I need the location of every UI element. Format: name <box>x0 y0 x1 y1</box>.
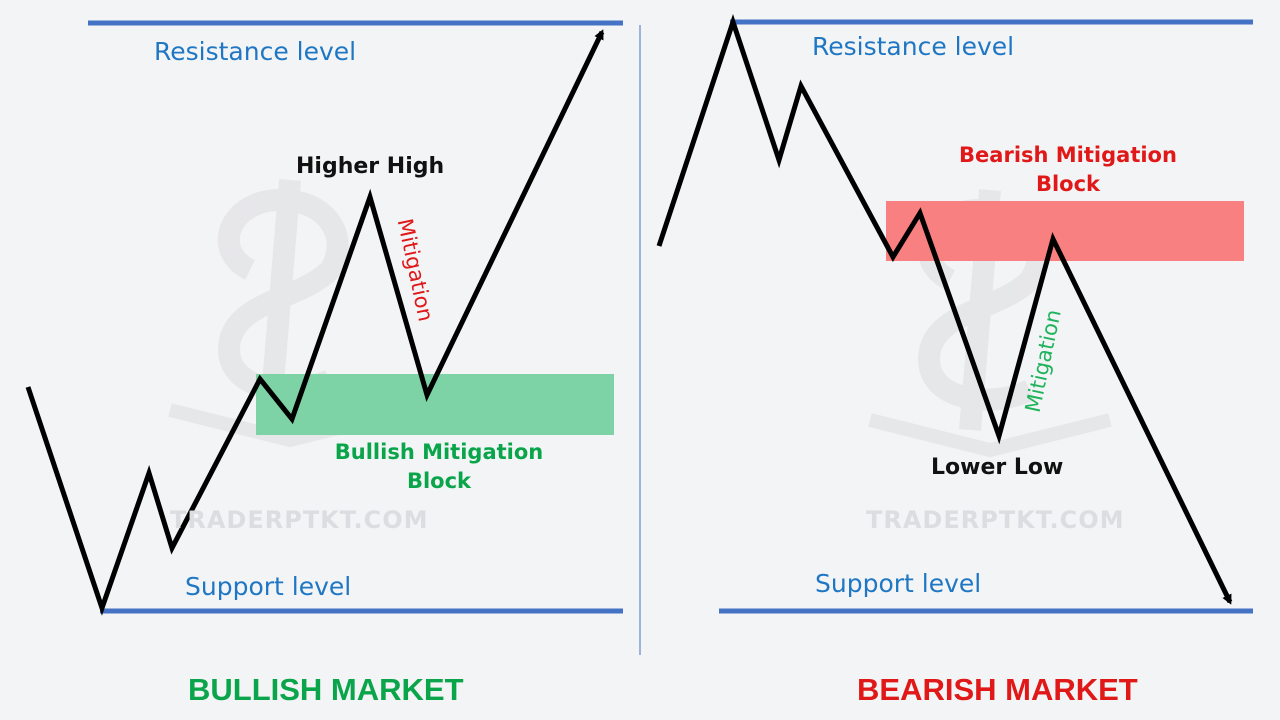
watermark-text-right: TRADERPTKT.COM <box>866 506 1125 534</box>
bullish-block-label-line2: Block <box>406 469 472 493</box>
bearish-block-label-line2: Block <box>1035 172 1101 196</box>
bullish-market-title: BULLISH MARKET <box>188 672 464 707</box>
bullish-mitigation-block <box>256 374 614 435</box>
bearish-resistance-label: Resistance level <box>812 32 1015 61</box>
bearish-price-path <box>656 14 1233 605</box>
higher-high-label: Higher High <box>296 154 445 179</box>
bullish-support-label: Support level <box>185 572 352 601</box>
bullish-price-path <box>25 29 605 616</box>
bearish-block-label-line1: Bearish Mitigation <box>959 143 1177 167</box>
bearish-mitigation-block <box>886 201 1244 261</box>
bullish-block-label: Bullish Mitigation Block <box>325 438 553 496</box>
bearish-block-label: Bearish Mitigation Block <box>948 141 1188 199</box>
bullish-resistance-label: Resistance level <box>154 37 357 66</box>
watermark-text-left: TRADERPTKT.COM <box>170 506 429 534</box>
bullish-block-label-line1: Bullish Mitigation <box>334 440 544 464</box>
bearish-support-label: Support level <box>815 569 982 598</box>
lower-low-label: Lower Low <box>931 455 1064 480</box>
bearish-market-title: BEARISH MARKET <box>857 672 1138 707</box>
